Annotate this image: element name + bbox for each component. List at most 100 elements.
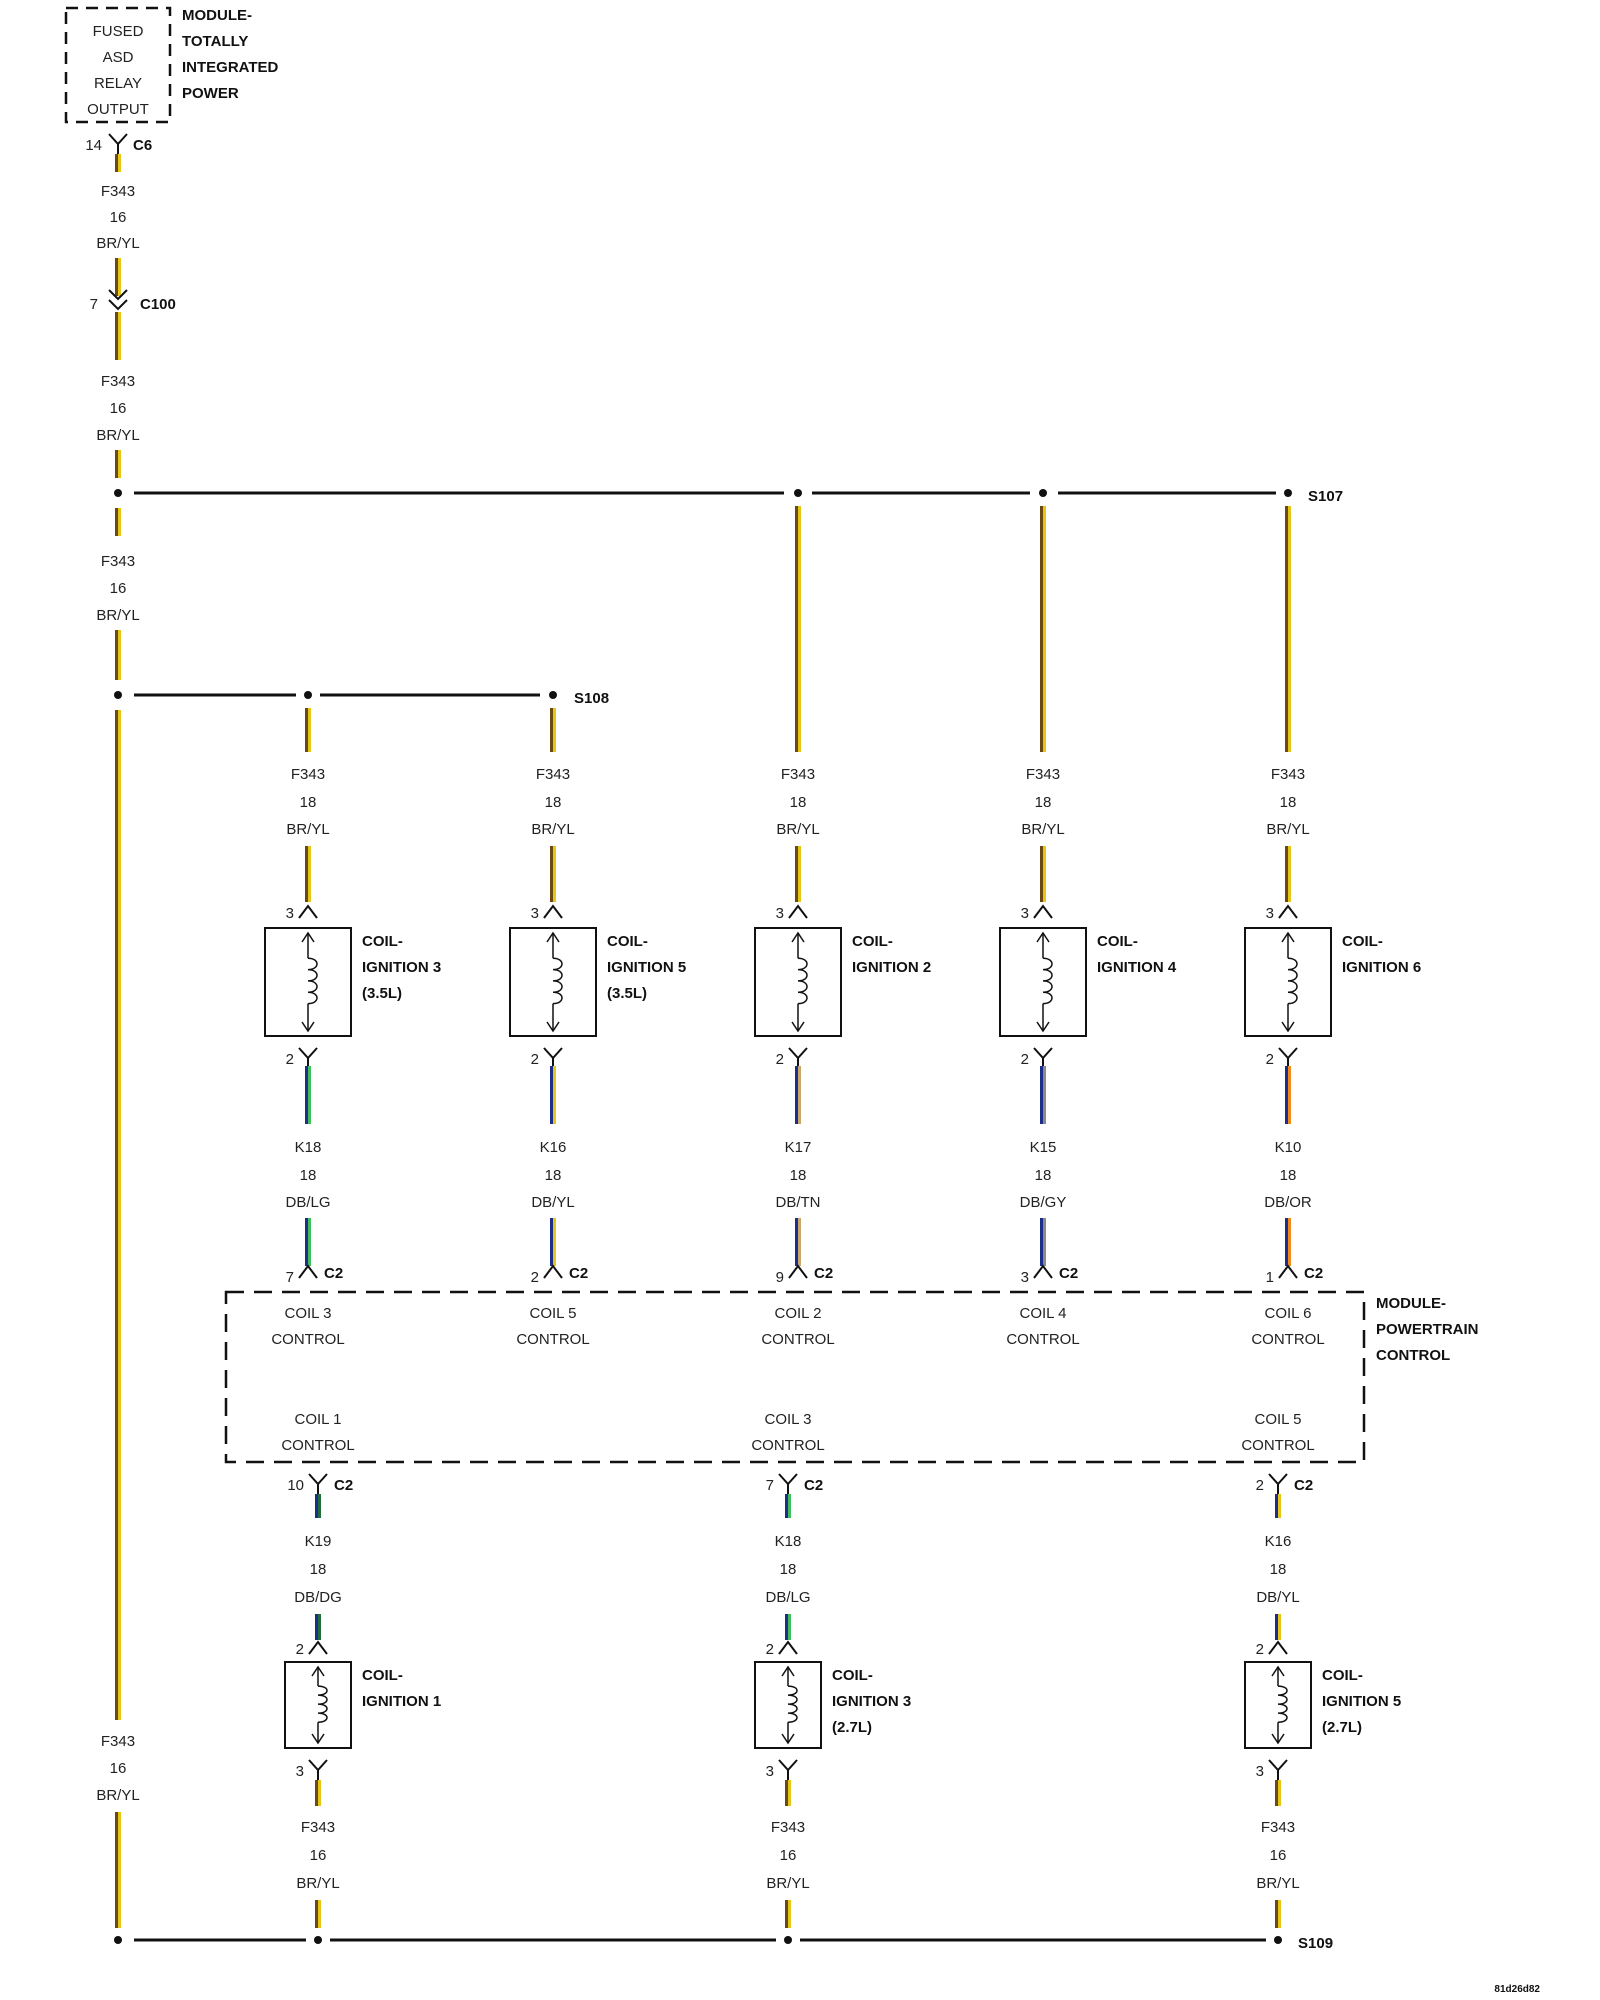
- wire-label-circuit: K18: [295, 1139, 322, 1156]
- figure-code: 81d26d82: [1494, 1984, 1540, 1995]
- pcm-pin-number: 7: [766, 1477, 774, 1494]
- coil-pin-number: 2: [776, 1051, 784, 1068]
- pcm-circuit-label: COIL 4: [1020, 1305, 1067, 1322]
- ignition-coil-arrow-up: [1036, 931, 1050, 943]
- wire-label-gauge: 18: [545, 1167, 562, 1184]
- wire-label-color: DB/LG: [765, 1589, 810, 1606]
- coil-control-terminal: [1268, 1640, 1288, 1655]
- coil-pin-number: 3: [531, 905, 539, 922]
- wire-label-circuit: F343: [101, 373, 135, 390]
- wire-label-color: BR/YL: [1021, 821, 1064, 838]
- coil-pin-number: 3: [1021, 905, 1029, 922]
- pcm-circuit-label: COIL 6: [1265, 1305, 1312, 1322]
- ignition-coil-arrow-up: [1271, 1665, 1285, 1677]
- coil-pin-number: 2: [296, 1641, 304, 1658]
- wire-label-gauge: 18: [1270, 1561, 1287, 1578]
- splice-s107-node: [114, 489, 122, 497]
- tipm-title: MODULE-: [182, 7, 252, 24]
- splice-s108-node: [304, 691, 312, 699]
- splice-s109-node: [114, 1936, 122, 1944]
- pcm-pin-number: 2: [531, 1269, 539, 1286]
- coil-name: COIL-: [1097, 933, 1138, 950]
- tipm-box-label: FUSED: [93, 23, 144, 40]
- ignition-coil-arrow-down: [546, 1021, 560, 1033]
- wire-label-circuit: F343: [536, 766, 570, 783]
- pcm-box: [224, 1290, 1366, 1464]
- coil-power-terminal: [778, 1759, 798, 1780]
- coil-name: IGNITION 6: [1342, 959, 1421, 976]
- splice-s107-node: [794, 489, 802, 497]
- c100-connector-name: C100: [140, 296, 176, 313]
- coil-name: IGNITION 5: [607, 959, 686, 976]
- wire-label-circuit: F343: [1271, 766, 1305, 783]
- pcm-circuit-label: CONTROL: [516, 1331, 589, 1348]
- pcm-circuit-label: COIL 1: [295, 1411, 342, 1428]
- pcm-circuit-label: COIL 2: [775, 1305, 822, 1322]
- wire-label-color: DB/TN: [776, 1194, 821, 1211]
- wire-label-circuit: F343: [301, 1819, 335, 1836]
- wire-label-gauge: 16: [310, 1847, 327, 1864]
- splice-s109-label: S109: [1298, 1935, 1333, 1952]
- tipm-box: [64, 6, 172, 124]
- wire-label-circuit: K16: [540, 1139, 567, 1156]
- coil-name: (3.5L): [362, 985, 402, 1002]
- pcm-circuit-label: CONTROL: [1006, 1331, 1079, 1348]
- pcm-pin-number: 10: [287, 1477, 304, 1494]
- wire-label-circuit: F343: [291, 766, 325, 783]
- pcm-pin-number: 2: [1256, 1477, 1264, 1494]
- pcm-circuit-label: COIL 3: [285, 1305, 332, 1322]
- pcm-circuit-label: CONTROL: [751, 1437, 824, 1454]
- wire-label-color: DB/OR: [1264, 1194, 1312, 1211]
- pcm-connector-name: C2: [1059, 1265, 1078, 1282]
- wire-label-circuit: K16: [1265, 1533, 1292, 1550]
- coil-name: IGNITION 3: [832, 1693, 911, 1710]
- ignition-coil-arrow-down: [301, 1021, 315, 1033]
- coil-control-terminal: [1033, 1047, 1053, 1068]
- coil-control-terminal: [1278, 1047, 1298, 1068]
- pcm-terminal: [778, 1473, 798, 1494]
- coil-power-terminal: [1268, 1759, 1288, 1780]
- ignition-coil-arrow-up: [546, 931, 560, 943]
- coil-name: COIL-: [607, 933, 648, 950]
- tipm-box-label: OUTPUT: [87, 101, 149, 118]
- coil-name: COIL-: [1322, 1667, 1363, 1684]
- coil-pin-number: 3: [296, 1763, 304, 1780]
- wire-label-gauge: 18: [1280, 1167, 1297, 1184]
- coil-name: IGNITION 1: [362, 1693, 441, 1710]
- coil-pin-number: 3: [286, 905, 294, 922]
- wire-label-color: BR/YL: [96, 427, 139, 444]
- splice-s107-node: [1284, 489, 1292, 497]
- wire-label-circuit: K17: [785, 1139, 812, 1156]
- c100-connector: [108, 289, 128, 311]
- pcm-title: MODULE-: [1376, 1295, 1446, 1312]
- splice-s109-node: [1274, 1936, 1282, 1944]
- ignition-coil-arrow-up: [781, 1665, 795, 1677]
- wire-label-gauge: 18: [310, 1561, 327, 1578]
- pcm-connector-name: C2: [814, 1265, 833, 1282]
- wire-label-gauge: 18: [300, 794, 317, 811]
- pcm-terminal: [298, 1264, 318, 1279]
- pcm-terminal: [1033, 1264, 1053, 1279]
- tipm-pin-number: 14: [85, 137, 102, 154]
- coil-pin-number: 3: [1266, 905, 1274, 922]
- pcm-terminal: [308, 1473, 328, 1494]
- ignition-coil-winding: [317, 1685, 328, 1723]
- wire-label-color: DB/LG: [285, 1194, 330, 1211]
- wire-label-color: BR/YL: [96, 607, 139, 624]
- wire-label-gauge: 16: [110, 1760, 127, 1777]
- splice-s107-node: [1039, 489, 1047, 497]
- coil-name: COIL-: [1342, 933, 1383, 950]
- pcm-terminal: [543, 1264, 563, 1279]
- wire-label-gauge: 18: [545, 794, 562, 811]
- coil-power-terminal: [298, 904, 318, 919]
- pcm-pin-number: 1: [1266, 1269, 1274, 1286]
- ignition-coil-arrow-down: [781, 1733, 795, 1745]
- tipm-title: POWER: [182, 85, 239, 102]
- splice-s108-node: [549, 691, 557, 699]
- wire-label-color: BR/YL: [296, 1875, 339, 1892]
- wire-label-circuit: K18: [775, 1533, 802, 1550]
- wire-label-gauge: 18: [300, 1167, 317, 1184]
- ignition-coil-arrow-up: [311, 1665, 325, 1677]
